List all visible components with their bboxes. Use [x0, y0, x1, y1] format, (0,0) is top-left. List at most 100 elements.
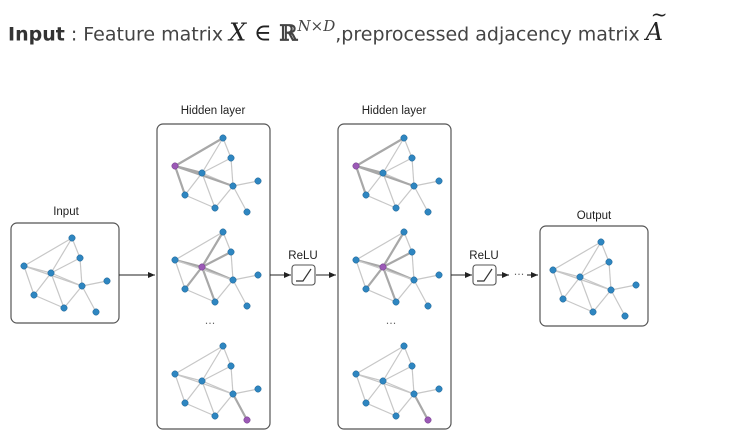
- caption: Input : Feature matrix X ∈ ℝN×D,preproce…: [8, 0, 748, 50]
- hidden-layer-1-ellipsis: ...: [205, 314, 216, 327]
- graph-edge: [365, 266, 384, 290]
- graph-node-highlighted: [352, 162, 360, 170]
- graph-node: [243, 208, 251, 216]
- graph-node: [181, 285, 189, 293]
- graph-node: [392, 298, 400, 306]
- graph-node: [597, 238, 605, 246]
- graph-node: [181, 191, 189, 199]
- graph-edge: [382, 365, 413, 382]
- graph-edge: [355, 259, 367, 290]
- graph-edge: [174, 345, 224, 375]
- graph-edge: [413, 185, 429, 213]
- graph-edge: [33, 272, 52, 296]
- graph-edge: [610, 289, 626, 317]
- graph-edge: [201, 157, 232, 174]
- graph-edge: [33, 294, 65, 309]
- graph-node: [60, 304, 68, 312]
- graph-edge: [173, 165, 187, 196]
- graph-node: [103, 277, 111, 285]
- graph-edge: [355, 373, 415, 395]
- graph-node: [408, 248, 416, 256]
- graph-node: [379, 377, 387, 385]
- graph-edge: [214, 185, 234, 209]
- graph-edge: [413, 274, 440, 281]
- hidden-layer-1-graph-1: [171, 134, 262, 216]
- graph-edge: [552, 241, 602, 271]
- graph-edge: [232, 279, 248, 307]
- graph-edge: [201, 365, 232, 382]
- graph-node: [229, 390, 237, 398]
- graph-edge: [600, 241, 610, 263]
- graph-edge: [382, 231, 405, 268]
- graph-edge: [230, 365, 234, 395]
- graph-node: [549, 266, 557, 274]
- graph-node: [410, 182, 418, 190]
- graph-edge: [184, 402, 216, 417]
- graph-edge: [174, 373, 186, 404]
- graph-node: [589, 308, 597, 316]
- graph-edge: [200, 266, 217, 303]
- graph-node: [424, 302, 432, 310]
- graph-edge: [552, 269, 612, 291]
- graph-edge: [354, 165, 368, 196]
- input-graph: [20, 234, 111, 316]
- graph-edge: [232, 393, 248, 421]
- graph-node: [30, 291, 38, 299]
- graph-edge: [201, 137, 224, 174]
- graph-edge: [592, 289, 612, 313]
- graph-edge: [81, 285, 97, 313]
- graph-node: [229, 182, 237, 190]
- graph-node-highlighted: [198, 263, 206, 271]
- graph-edge: [201, 172, 216, 209]
- hidden-layer-1-box: [156, 123, 271, 430]
- graph-edge: [413, 393, 429, 421]
- graph-edge: [184, 194, 216, 209]
- graph-edge: [184, 380, 203, 404]
- graph-edge: [413, 279, 429, 307]
- graph-node: [400, 342, 408, 350]
- graph-edge: [382, 345, 405, 382]
- graph-edge: [174, 231, 224, 261]
- graph-edge: [201, 231, 224, 268]
- hidden-layer-2-box: [337, 123, 452, 430]
- graph-edge: [184, 172, 203, 196]
- graph-edge: [232, 274, 259, 281]
- graph-edge: [201, 345, 224, 382]
- graph-edge: [184, 266, 203, 290]
- graph-node: [78, 282, 86, 290]
- graph-edge: [579, 276, 594, 313]
- graph-edge: [365, 194, 397, 209]
- graph-node: [227, 248, 235, 256]
- relu-1-icon: [296, 268, 312, 282]
- graph-node: [219, 134, 227, 142]
- graph-edge: [50, 272, 65, 309]
- hidden-layer-2-label: Hidden layer: [362, 105, 427, 117]
- hidden-layer-2-ellipsis: ...: [386, 314, 397, 327]
- input-box: [10, 222, 120, 324]
- graph-node: [211, 298, 219, 306]
- continuation-dots: ···: [514, 268, 525, 281]
- graph-node: [211, 412, 219, 420]
- graph-edge: [79, 257, 83, 287]
- graph-node: [435, 385, 443, 393]
- graph-edge: [174, 137, 224, 167]
- relu-2-label: ReLU: [469, 250, 498, 262]
- graph-node: [219, 342, 227, 350]
- graph-node: [227, 362, 235, 370]
- graph-node: [362, 399, 370, 407]
- graph-edge: [23, 237, 73, 267]
- graph-edge: [382, 251, 413, 268]
- graph-node: [47, 269, 55, 277]
- hidden-layer-1-label: Hidden layer: [181, 105, 246, 117]
- graph-node: [254, 385, 262, 393]
- hidden-layer-2-graph-3: [352, 342, 443, 424]
- graph-edge: [201, 380, 216, 417]
- graph-edge: [222, 137, 232, 159]
- caption-math-a: A: [646, 0, 668, 50]
- graph-node: [243, 302, 251, 310]
- graph-node: [410, 276, 418, 284]
- graph-edge: [395, 185, 415, 209]
- graph-edge: [81, 280, 108, 287]
- graph-edge: [382, 380, 397, 417]
